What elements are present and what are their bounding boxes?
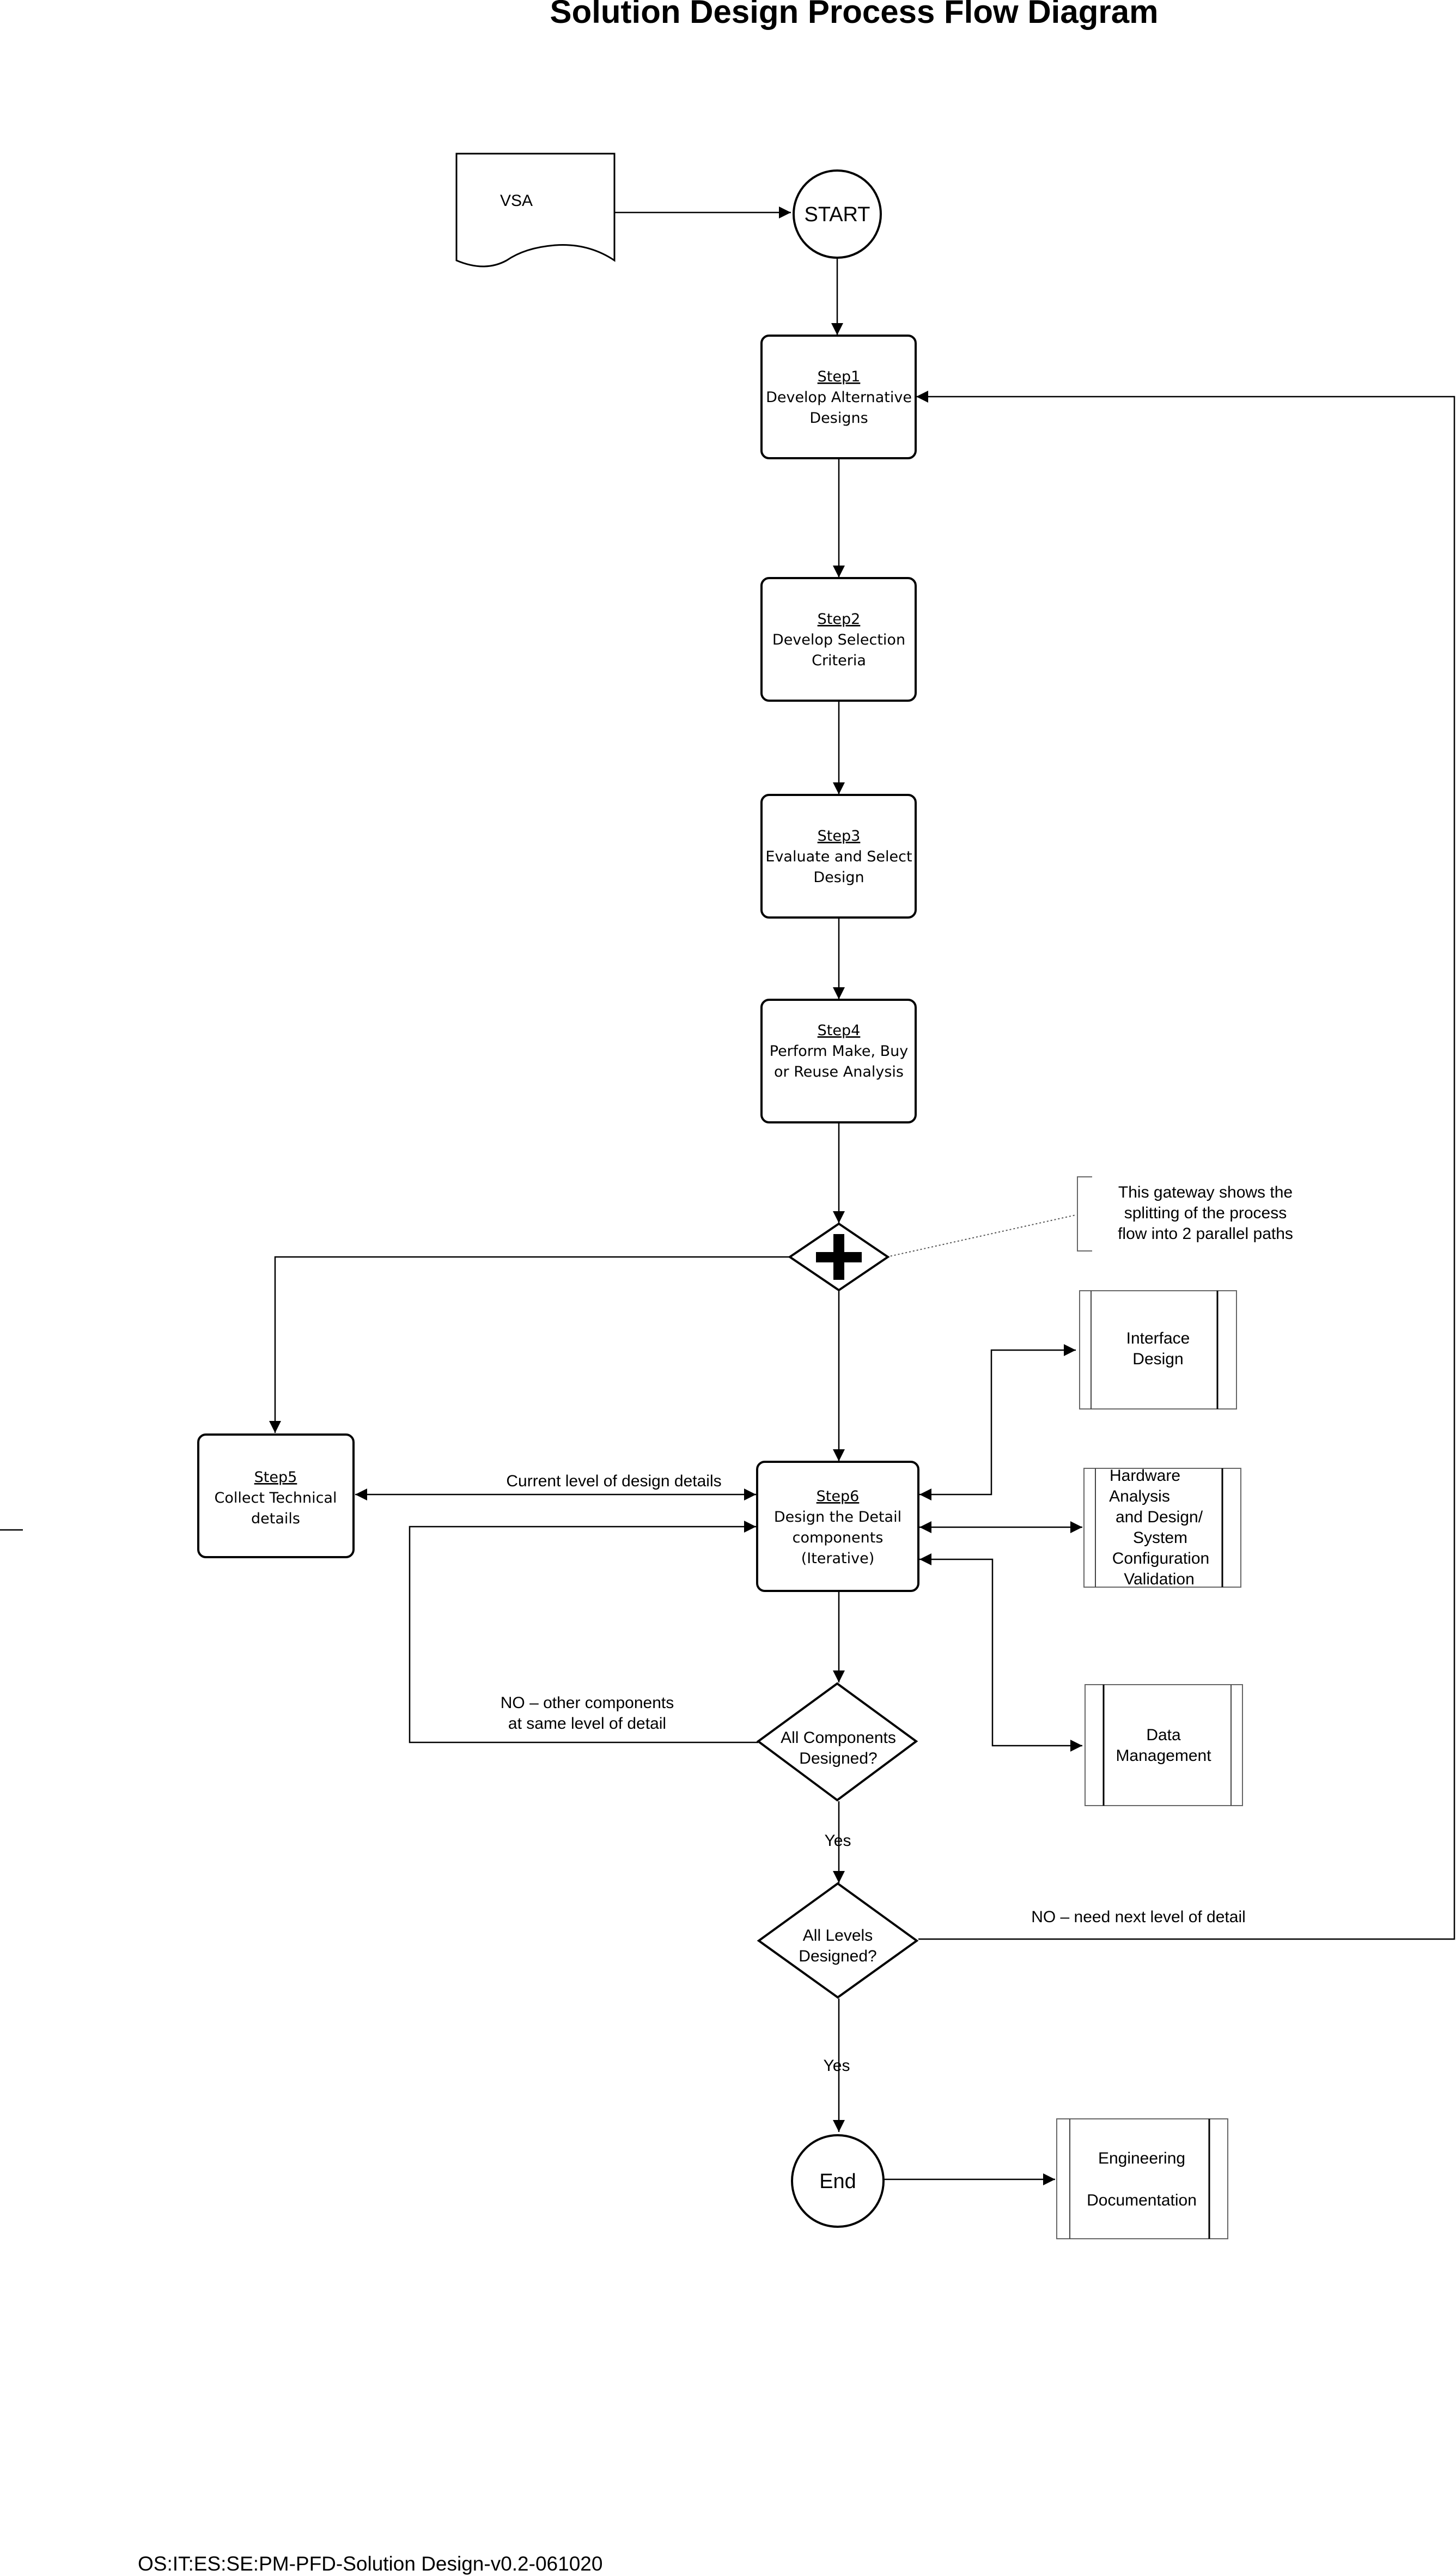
start-event: START xyxy=(793,169,882,259)
engineering-documentation-box: Engineering Documentation xyxy=(1056,2118,1228,2239)
plus-icon-v xyxy=(833,1234,844,1280)
connector-levels-no-loop xyxy=(916,391,1455,1940)
step6-line3: (Iterative) xyxy=(801,1550,875,1567)
gateway-note-line1: This gateway shows the xyxy=(1118,1183,1293,1201)
footer-doc-id: OS:IT:ES:SE:PM-PFD-Solution Design-v0.2-… xyxy=(138,2553,602,2575)
step5-line2: details xyxy=(251,1510,300,1527)
step1-line1: Develop Alternative xyxy=(766,389,912,406)
vsa-label: VSA xyxy=(500,192,533,210)
decision-all-levels: All Levels Designed? xyxy=(757,1882,919,1999)
step5-box: Step5 Collect Technical details xyxy=(197,1433,355,1558)
annotation-dotted-line xyxy=(886,1214,1076,1257)
hardware-line5: Configuration xyxy=(1112,1550,1209,1568)
step5-line1: Collect Technical xyxy=(215,1490,337,1506)
step3-line2: Design xyxy=(813,869,864,886)
connectors xyxy=(0,206,1455,2185)
step4-line2: or Reuse Analysis xyxy=(774,1064,904,1080)
gateway-note-line2: splitting of the process xyxy=(1124,1204,1287,1222)
label-yes-1: Yes xyxy=(825,1832,851,1850)
step2-line1: Develop Selection xyxy=(772,631,905,648)
step1-box: Step1 Develop Alternative Designs xyxy=(760,335,917,459)
interface-line1: Interface xyxy=(1126,1329,1190,1347)
label-no-other-2: at same level of detail xyxy=(508,1715,666,1733)
engineering-line2: Documentation xyxy=(1087,2191,1197,2209)
hardware-analysis-box: Hardware Analysis and Design/ System Con… xyxy=(1083,1467,1241,1588)
hardware-line4: System xyxy=(1133,1529,1187,1547)
step2-line2: Criteria xyxy=(812,652,866,669)
data-management-box: Data Management xyxy=(1085,1684,1243,1806)
start-label: START xyxy=(804,203,870,226)
label-yes-2: Yes xyxy=(824,2057,850,2075)
step6-line1: Design the Detail xyxy=(774,1509,901,1526)
step5-id: Step5 xyxy=(254,1469,297,1486)
vsa-document: VSA xyxy=(455,153,616,268)
step3-line1: Evaluate and Select xyxy=(765,848,912,865)
levels-line2: Designed? xyxy=(799,1947,876,1965)
step3-box: Step3 Evaluate and Select Design xyxy=(760,794,917,919)
data-line1: Data xyxy=(1146,1726,1181,1744)
components-line1: All Components xyxy=(781,1729,896,1747)
levels-line1: All Levels xyxy=(803,1927,873,1945)
step1-id: Step1 xyxy=(818,368,861,385)
label-no-next: NO – need next level of detail xyxy=(1031,1908,1246,1926)
interface-line2: Design xyxy=(1132,1350,1183,1368)
gateway-annotation: This gateway shows the splitting of the … xyxy=(1077,1176,1293,1251)
decision-all-components: All Components Designed? xyxy=(756,1682,918,1802)
gateway-note-line3: flow into 2 parallel paths xyxy=(1118,1225,1293,1243)
hardware-line3: and Design/ xyxy=(1116,1508,1203,1526)
interface-design-box: Interface Design xyxy=(1079,1290,1237,1409)
step6-box: Step6 Design the Detail components (Iter… xyxy=(756,1461,919,1592)
data-line2: Management xyxy=(1116,1747,1211,1765)
step4-line1: Perform Make, Buy xyxy=(770,1043,908,1060)
step1-line2: Designs xyxy=(809,410,868,427)
diagram-title: Solution Design Process Flow Diagram xyxy=(550,0,1159,30)
hardware-line2: Analysis xyxy=(1109,1487,1170,1505)
engineering-line1: Engineering xyxy=(1098,2149,1185,2167)
connector-components-no-loop xyxy=(409,1521,758,1743)
step3-id: Step3 xyxy=(818,828,861,845)
step4-id: Step4 xyxy=(818,1022,861,1039)
step2-box: Step2 Develop Selection Criteria xyxy=(760,577,917,702)
label-current-level: Current level of design details xyxy=(506,1472,721,1490)
step6-line2: components xyxy=(793,1529,884,1546)
connector-step6-data xyxy=(919,1553,1082,1752)
hardware-line6: Validation xyxy=(1124,1570,1195,1588)
step2-id: Step2 xyxy=(818,611,861,628)
step4-box: Step4 Perform Make, Buy or Reuse Analysi… xyxy=(760,999,917,1123)
hardware-line1: Hardware xyxy=(1110,1467,1180,1485)
end-label: End xyxy=(819,2170,856,2193)
parallel-gateway xyxy=(788,1222,890,1292)
end-event: End xyxy=(791,2134,885,2228)
step6-id: Step6 xyxy=(817,1488,860,1505)
connector-step6-interface xyxy=(919,1344,1076,1500)
components-line2: Designed? xyxy=(799,1749,877,1767)
label-no-other-1: NO – other components xyxy=(501,1694,674,1712)
connector-gateway-step5 xyxy=(269,1256,790,1433)
